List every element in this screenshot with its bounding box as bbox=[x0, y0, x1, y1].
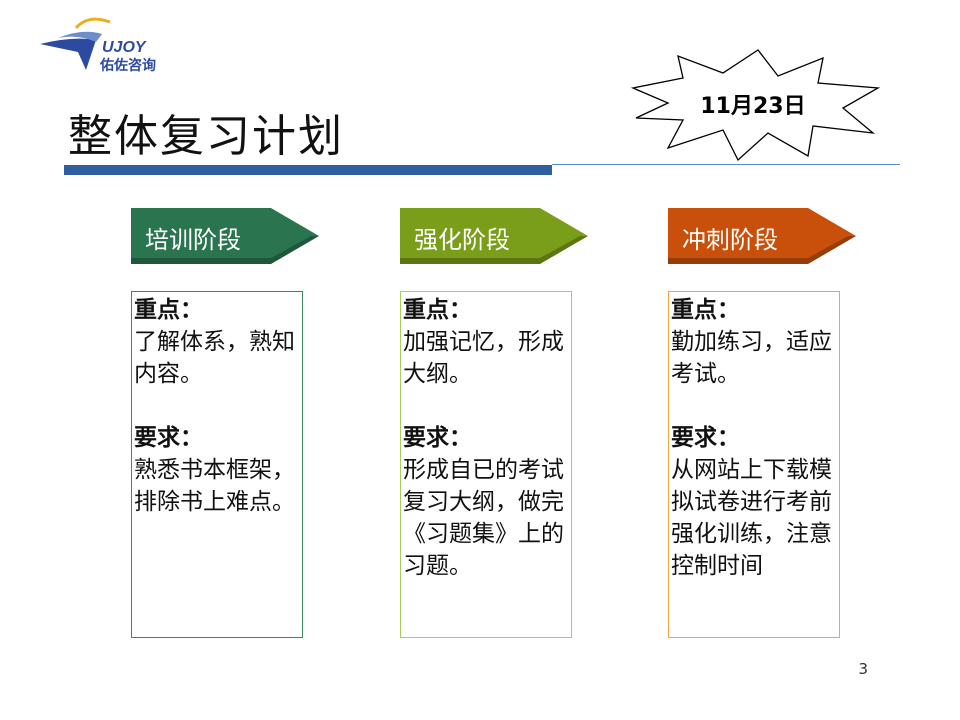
stage-arrow: 强化阶段 bbox=[400, 208, 590, 266]
requirement-text: 形成自已的考试复习大纲，做完《习题集》上的习题。 bbox=[403, 457, 564, 579]
slide-title: 整体复习计划 bbox=[68, 111, 344, 162]
stage-label: 冲刺阶段 bbox=[682, 226, 778, 254]
stage-box: 重点： 加强记忆，形成大纲。要求： 形成自已的考试复习大纲，做完《习题集》上的习题。 bbox=[400, 291, 572, 638]
stage-label: 强化阶段 bbox=[414, 226, 510, 254]
focus-text: 了解体系，熟知内容。 bbox=[134, 329, 295, 387]
title-rule bbox=[552, 164, 900, 165]
requirement-text: 从网站上下载模拟试卷进行考前强化训练，注意控制时间 bbox=[671, 457, 832, 579]
focus-text: 加强记忆，形成大纲。 bbox=[403, 329, 564, 387]
requirement-heading: 要求： bbox=[671, 425, 740, 451]
focus-text: 勤加练习，适应考试。 bbox=[671, 329, 832, 387]
stage-box: 重点： 了解体系，熟知内容。要求： 熟悉书本框架，排除书上难点。 bbox=[131, 291, 303, 638]
requirement-heading: 要求： bbox=[403, 425, 472, 451]
stage-label: 培训阶段 bbox=[145, 226, 241, 254]
stage-arrow: 培训阶段 bbox=[131, 208, 321, 266]
date-label: 11月23日 bbox=[700, 94, 806, 119]
svg-text:UJOY: UJOY bbox=[102, 39, 147, 56]
stage-box: 重点： 勤加练习，适应考试。要求： 从网站上下载模拟试卷进行考前强化训练，注意控制时… bbox=[668, 291, 840, 638]
page-number: 3 bbox=[858, 660, 868, 678]
company-logo: UJOY 佑佐咨询 bbox=[38, 14, 188, 74]
focus-heading: 重点： bbox=[134, 297, 203, 323]
title-underline-bar bbox=[64, 165, 552, 175]
starburst-shape bbox=[630, 49, 881, 162]
requirement-text: 熟悉书本框架，排除书上难点。 bbox=[134, 457, 295, 515]
focus-heading: 重点： bbox=[671, 297, 740, 323]
focus-heading: 重点： bbox=[403, 297, 472, 323]
requirement-heading: 要求： bbox=[134, 425, 203, 451]
stage-arrow: 冲刺阶段 bbox=[668, 208, 858, 266]
svg-text:佑佐咨询: 佑佐咨询 bbox=[99, 57, 156, 74]
